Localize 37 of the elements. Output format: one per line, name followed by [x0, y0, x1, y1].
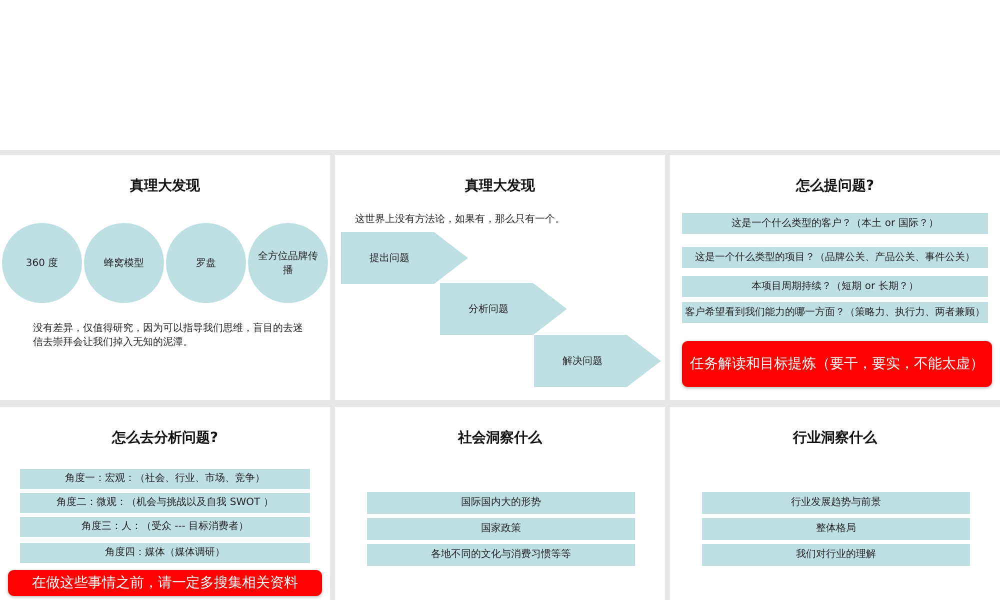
text-bar: 各地不同的文化与消费习惯等等 — [367, 544, 635, 566]
circle-shape: 蜂窝模型 — [84, 223, 164, 303]
slide-title: 真理大发现 — [129, 177, 201, 195]
circle-shape: 罗盘 — [166, 223, 246, 303]
slide-title: 怎么去分析问题? — [110, 429, 220, 447]
slide-panel — [335, 155, 665, 400]
text-bar: 国际国内大的形势 — [367, 492, 635, 514]
text-bar: 本项目周期持续？（短期 or 长期？） — [682, 276, 988, 297]
text-bar: 客户希望看到我们能力的哪一方面？（策略力、执行力、两者兼顾） — [682, 302, 988, 323]
highlight-banner: 在做这些事情之前，请一定多搜集相关资料 — [8, 570, 322, 596]
slide-title: 真理大发现 — [464, 177, 536, 195]
slide-title: 怎么提问题? — [794, 177, 876, 195]
slide-panel — [670, 155, 1000, 400]
text-bar: 角度三：人：（受众 --- 目标消费者） — [20, 517, 310, 537]
slide-text: 这世界上没有方法论，如果有，那么只有一个。 — [355, 213, 566, 227]
slide-panel — [670, 407, 1000, 600]
slide-panel — [0, 407, 330, 600]
text-bar: 这是一个什么类型的项目？（品牌公关、产品公关、事件公关） — [682, 247, 988, 268]
text-bar: 整体格局 — [702, 518, 970, 540]
slide-text: 没有差异，仅值得研究，因为可以指导我们思维，盲目的去迷信去崇拜会让我们掉入无知的泥潭。 — [33, 322, 304, 350]
slide-title: 行业洞察什么 — [792, 429, 878, 447]
text-bar: 这是一个什么类型的客户？（本土 or 国际？） — [682, 213, 988, 234]
text-bar: 角度一：宏观：（社会、行业、市场、竞争） — [20, 469, 310, 489]
chevron-shape: 提出问题 — [341, 232, 468, 284]
circle-shape: 360 度 — [2, 223, 82, 303]
text-bar: 国家政策 — [367, 518, 635, 540]
text-bar: 角度四：媒体（媒体调研） — [20, 543, 310, 563]
slide-panel — [0, 155, 330, 400]
chevron-shape: 解决问题 — [534, 335, 661, 387]
slide-panel — [335, 407, 665, 600]
text-bar: 行业发展趋势与前景 — [702, 492, 970, 514]
text-bar: 角度二：微观：（机会与挑战以及自我 SWOT ） — [20, 493, 310, 513]
circle-shape: 全方位品牌传播 — [248, 223, 328, 303]
slide-title: 社会洞察什么 — [456, 429, 544, 447]
text-bar: 我们对行业的理解 — [702, 544, 970, 566]
highlight-banner: 任务解读和目标提炼（要干，要实，不能太虚） — [682, 341, 992, 387]
chevron-shape: 分析问题 — [440, 283, 567, 335]
